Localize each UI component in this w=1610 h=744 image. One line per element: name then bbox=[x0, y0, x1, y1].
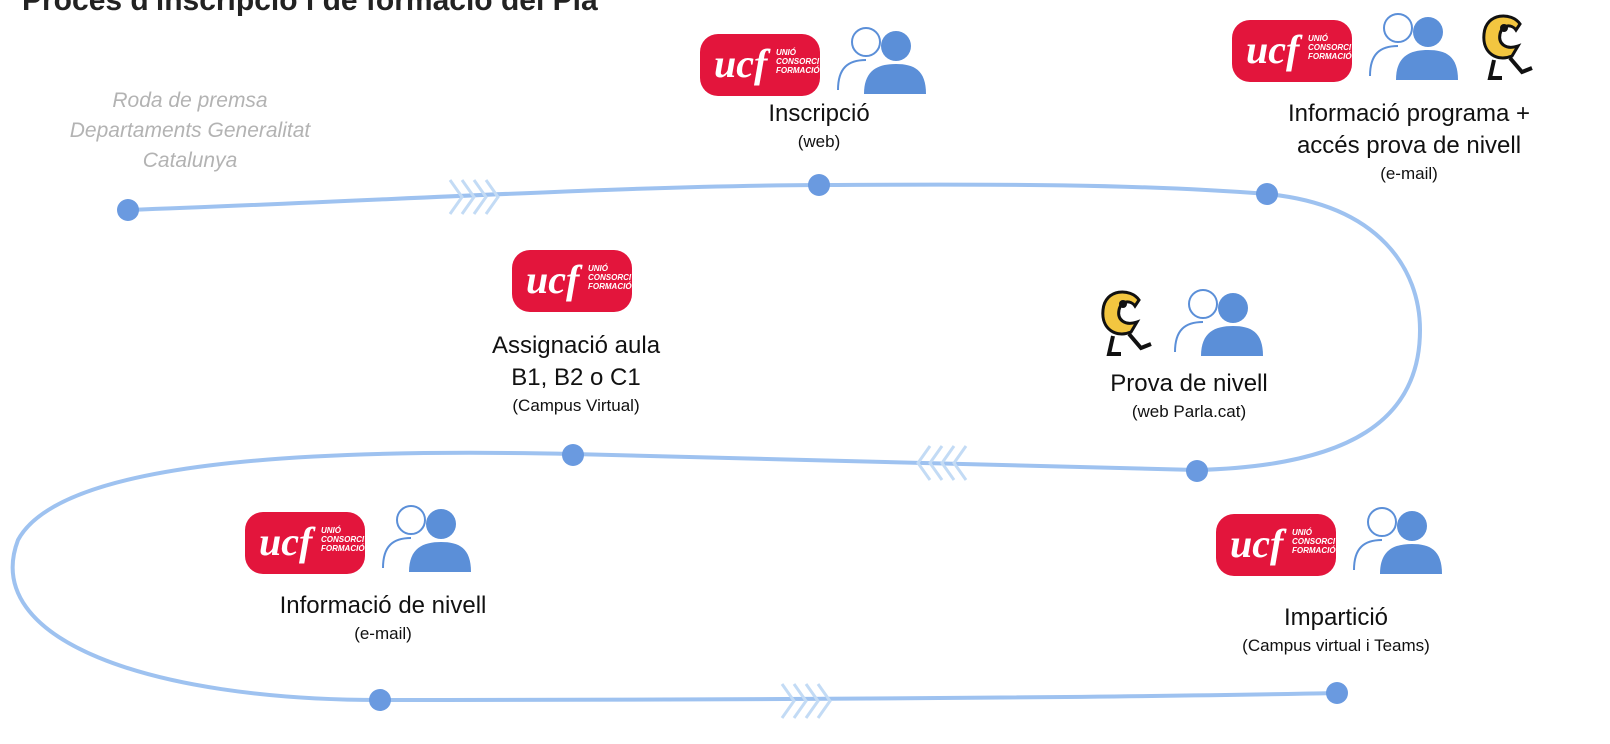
user-icon bbox=[1173, 288, 1265, 358]
step-informacio-nivell: Informació de nivell (e-mail) bbox=[223, 590, 543, 646]
step-sublabel: (web Parla.cat) bbox=[1131, 402, 1247, 421]
path-dot-inscripcio bbox=[808, 174, 830, 196]
user-icon bbox=[1368, 12, 1460, 82]
mascot-icon bbox=[1095, 282, 1157, 358]
direction-arrows-right-2 bbox=[780, 683, 832, 719]
step-label: Informació de nivell bbox=[279, 592, 487, 619]
path-dot-prova-nivell bbox=[1186, 460, 1208, 482]
diagram-title: Procés d'inscripció i de formació del Pl… bbox=[22, 0, 598, 17]
step-sublabel: (Campus Virtual) bbox=[512, 396, 640, 415]
step-sublabel: (e-mail) bbox=[1380, 164, 1438, 183]
start-note: Roda de premsa Departaments Generalitat … bbox=[30, 86, 350, 176]
mascot-icon bbox=[1476, 6, 1538, 82]
direction-arrows-left bbox=[916, 445, 968, 481]
step-label: Prova de nivell bbox=[1110, 370, 1268, 397]
direction-arrows-right-1 bbox=[448, 179, 500, 215]
step-label: Impartició bbox=[1283, 604, 1389, 631]
step-sublabel: (web) bbox=[797, 132, 841, 151]
step-imparticio: Impartició (Campus virtual i Teams) bbox=[1176, 602, 1496, 658]
user-icon bbox=[836, 26, 928, 96]
step-prova-nivell: Prova de nivell (web Parla.cat) bbox=[1039, 368, 1339, 424]
icons-prova-nivell bbox=[1095, 282, 1265, 358]
path-dot-informacio-nivell bbox=[369, 689, 391, 711]
step-sublabel: (e-mail) bbox=[354, 624, 412, 643]
start-note-line: Departaments Generalitat bbox=[69, 119, 311, 142]
user-icon bbox=[1352, 506, 1444, 576]
step-informacio-programa: Informació programa + accés prova de niv… bbox=[1214, 98, 1604, 186]
step-label: Inscripció bbox=[768, 100, 870, 127]
step-sublabel: (Campus virtual i Teams) bbox=[1242, 636, 1430, 655]
step-label: accés prova de nivell bbox=[1296, 132, 1522, 159]
step-inscripcio: Inscripció (web) bbox=[669, 98, 969, 154]
step-label: B1, B2 o C1 bbox=[511, 364, 641, 391]
step-label: Assignació aula bbox=[491, 332, 661, 359]
user-icon bbox=[381, 504, 473, 574]
path-dot-assignacio-aula bbox=[562, 444, 584, 466]
start-note-line: Catalunya bbox=[142, 149, 238, 172]
step-label: Informació programa + bbox=[1287, 100, 1531, 127]
path-dot-imparticio bbox=[1326, 682, 1348, 704]
step-assignacio-aula: Assignació aula B1, B2 o C1 (Campus Virt… bbox=[426, 330, 726, 418]
start-note-line: Roda de premsa bbox=[112, 89, 268, 112]
path-dot-start bbox=[117, 199, 139, 221]
path-dot-informacio-programa bbox=[1256, 183, 1278, 205]
